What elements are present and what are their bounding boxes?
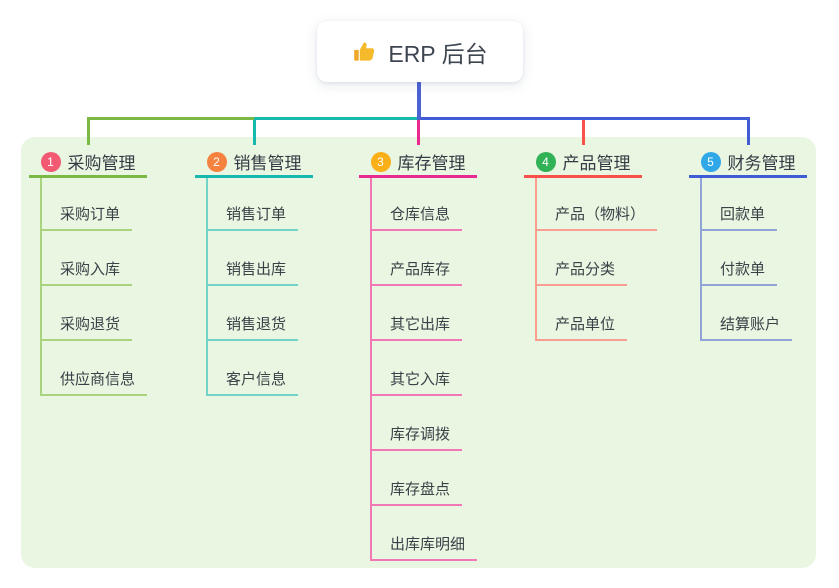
child-node[interactable]: 产品单位 <box>535 312 628 341</box>
child-node[interactable]: 付款单 <box>700 257 778 286</box>
child-node[interactable]: 其它入库 <box>370 367 463 396</box>
branch-heading[interactable]: 2 销售管理 <box>195 148 313 178</box>
branch-spine-line <box>206 178 208 396</box>
child-node[interactable]: 产品分类 <box>535 257 628 286</box>
root-title: ERP 后台 <box>388 40 488 67</box>
branch-spine-line <box>370 178 372 561</box>
branch-number-badge: 3 <box>370 151 391 172</box>
branch-number-badge: 5 <box>700 151 721 172</box>
root-node[interactable]: ERP 后台 <box>317 21 523 82</box>
child-node[interactable]: 供应商信息 <box>40 367 148 396</box>
root-connector-line <box>417 82 421 120</box>
branch-label: 销售管理 <box>233 154 302 173</box>
child-node[interactable]: 库存调拨 <box>370 422 463 451</box>
branch-drop-line <box>417 117 420 145</box>
branch-drop-line <box>253 117 256 145</box>
branch-drop-line <box>747 117 750 145</box>
child-node[interactable]: 销售订单 <box>206 202 299 231</box>
child-node[interactable]: 结算账户 <box>700 312 793 341</box>
branch-heading[interactable]: 1 采购管理 <box>29 148 147 178</box>
branch-number-badge: 2 <box>206 151 227 172</box>
branch-heading[interactable]: 4 产品管理 <box>524 148 642 178</box>
child-node[interactable]: 回款单 <box>700 202 778 231</box>
branches-panel <box>21 137 816 568</box>
branch-label: 采购管理 <box>67 154 136 173</box>
child-node[interactable]: 采购订单 <box>40 202 133 231</box>
branch-label: 财务管理 <box>727 154 796 173</box>
branch-drop-line <box>582 117 585 145</box>
child-node[interactable]: 产品（物料） <box>535 202 658 231</box>
branch-drop-line <box>87 117 90 145</box>
child-node[interactable]: 产品库存 <box>370 257 463 286</box>
trunk-segment-teal <box>254 117 418 120</box>
branch-number-badge: 4 <box>535 151 556 172</box>
branch-heading[interactable]: 3 库存管理 <box>359 148 477 178</box>
child-node[interactable]: 其它出库 <box>370 312 463 341</box>
child-node[interactable]: 采购退货 <box>40 312 133 341</box>
trunk-segment-blue <box>418 117 750 120</box>
branch-label: 产品管理 <box>562 154 631 173</box>
child-node[interactable]: 采购入库 <box>40 257 133 286</box>
branch-spine-line <box>40 178 42 396</box>
branch-heading[interactable]: 5 财务管理 <box>689 148 807 178</box>
child-node[interactable]: 客户信息 <box>206 367 299 396</box>
child-node[interactable]: 出库库明细 <box>370 532 478 561</box>
branch-spine-line <box>535 178 537 341</box>
trunk-segment-green <box>88 117 254 120</box>
thumbs-up-icon <box>352 39 378 65</box>
branch-number-badge: 1 <box>40 151 61 172</box>
child-node[interactable]: 库存盘点 <box>370 477 463 506</box>
branch-label: 库存管理 <box>397 154 466 173</box>
child-node[interactable]: 销售退货 <box>206 312 299 341</box>
branch-spine-line <box>700 178 702 341</box>
child-node[interactable]: 销售出库 <box>206 257 299 286</box>
child-node[interactable]: 仓库信息 <box>370 202 463 231</box>
